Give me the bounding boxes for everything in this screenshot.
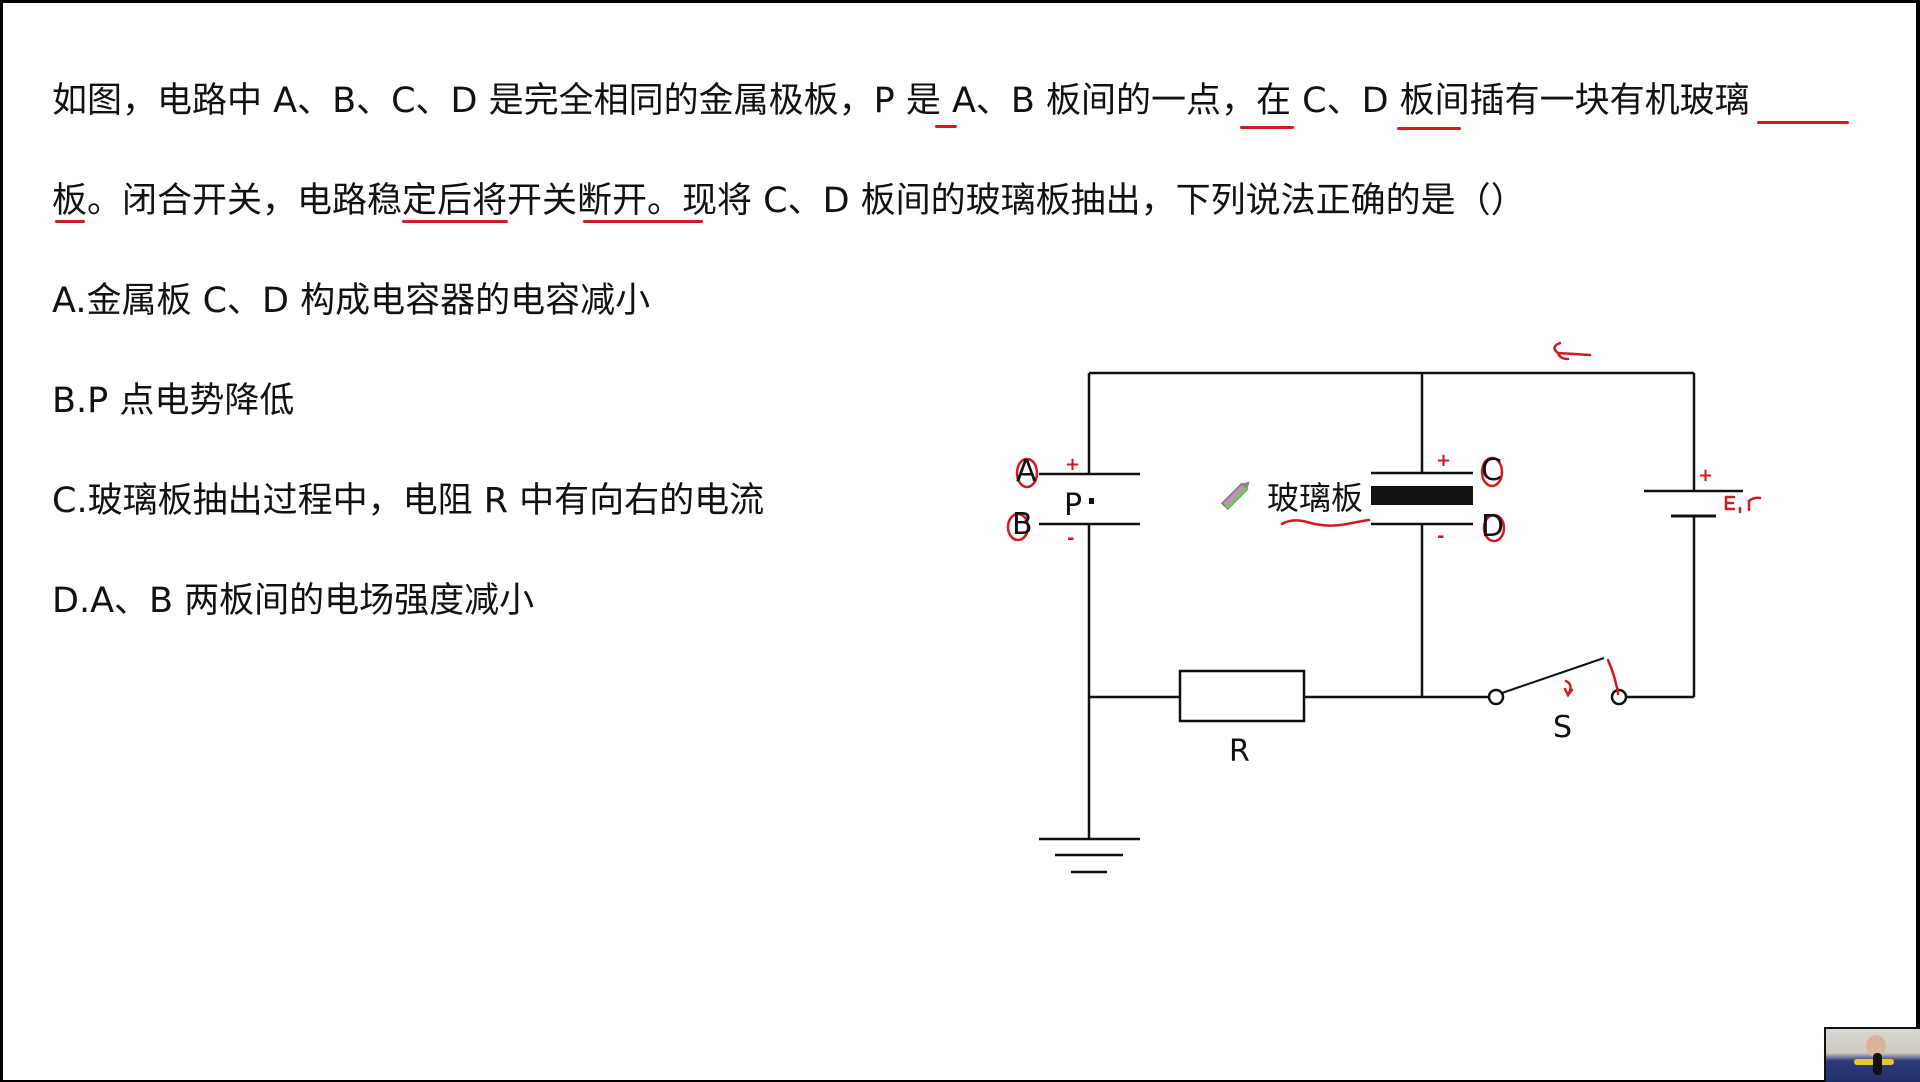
underline-yidian [1240,126,1294,129]
webcam-thumbnail [1824,1027,1920,1082]
option-c[interactable]: C.玻璃板抽出过程中，电阻 R 中有向右的电流 [52,481,765,521]
underline-guanduankai [583,220,703,223]
option-b[interactable]: B.P 点电势降低 [52,381,295,421]
question-line-2: 板。闭合开关，电路稳定后将开关断开。现将 C、D 板间的玻璃板抽出，下列说法正确… [52,181,1526,221]
question-line-1: 如图，电路中 A、B、C、D 是完全相同的金属极板，P 是 A、B 板间的一点，… [52,81,1750,121]
underline-jiboli [1757,121,1849,124]
option-a[interactable]: A.金属板 C、D 构成电容器的电容减小 [52,281,651,321]
underline-p [935,125,957,128]
microphone-icon [1873,1053,1882,1075]
underline-wendinghou [402,220,508,223]
underline-cd [1397,127,1461,130]
slide-page: 如图，电路中 A、B、C、D 是完全相同的金属极板，P 是 A、B 板间的一点，… [3,3,1916,1080]
underline-ban [55,220,85,223]
option-d[interactable]: D.A、B 两板间的电场强度减小 [52,581,535,621]
webcam-person-head [1866,1035,1886,1057]
